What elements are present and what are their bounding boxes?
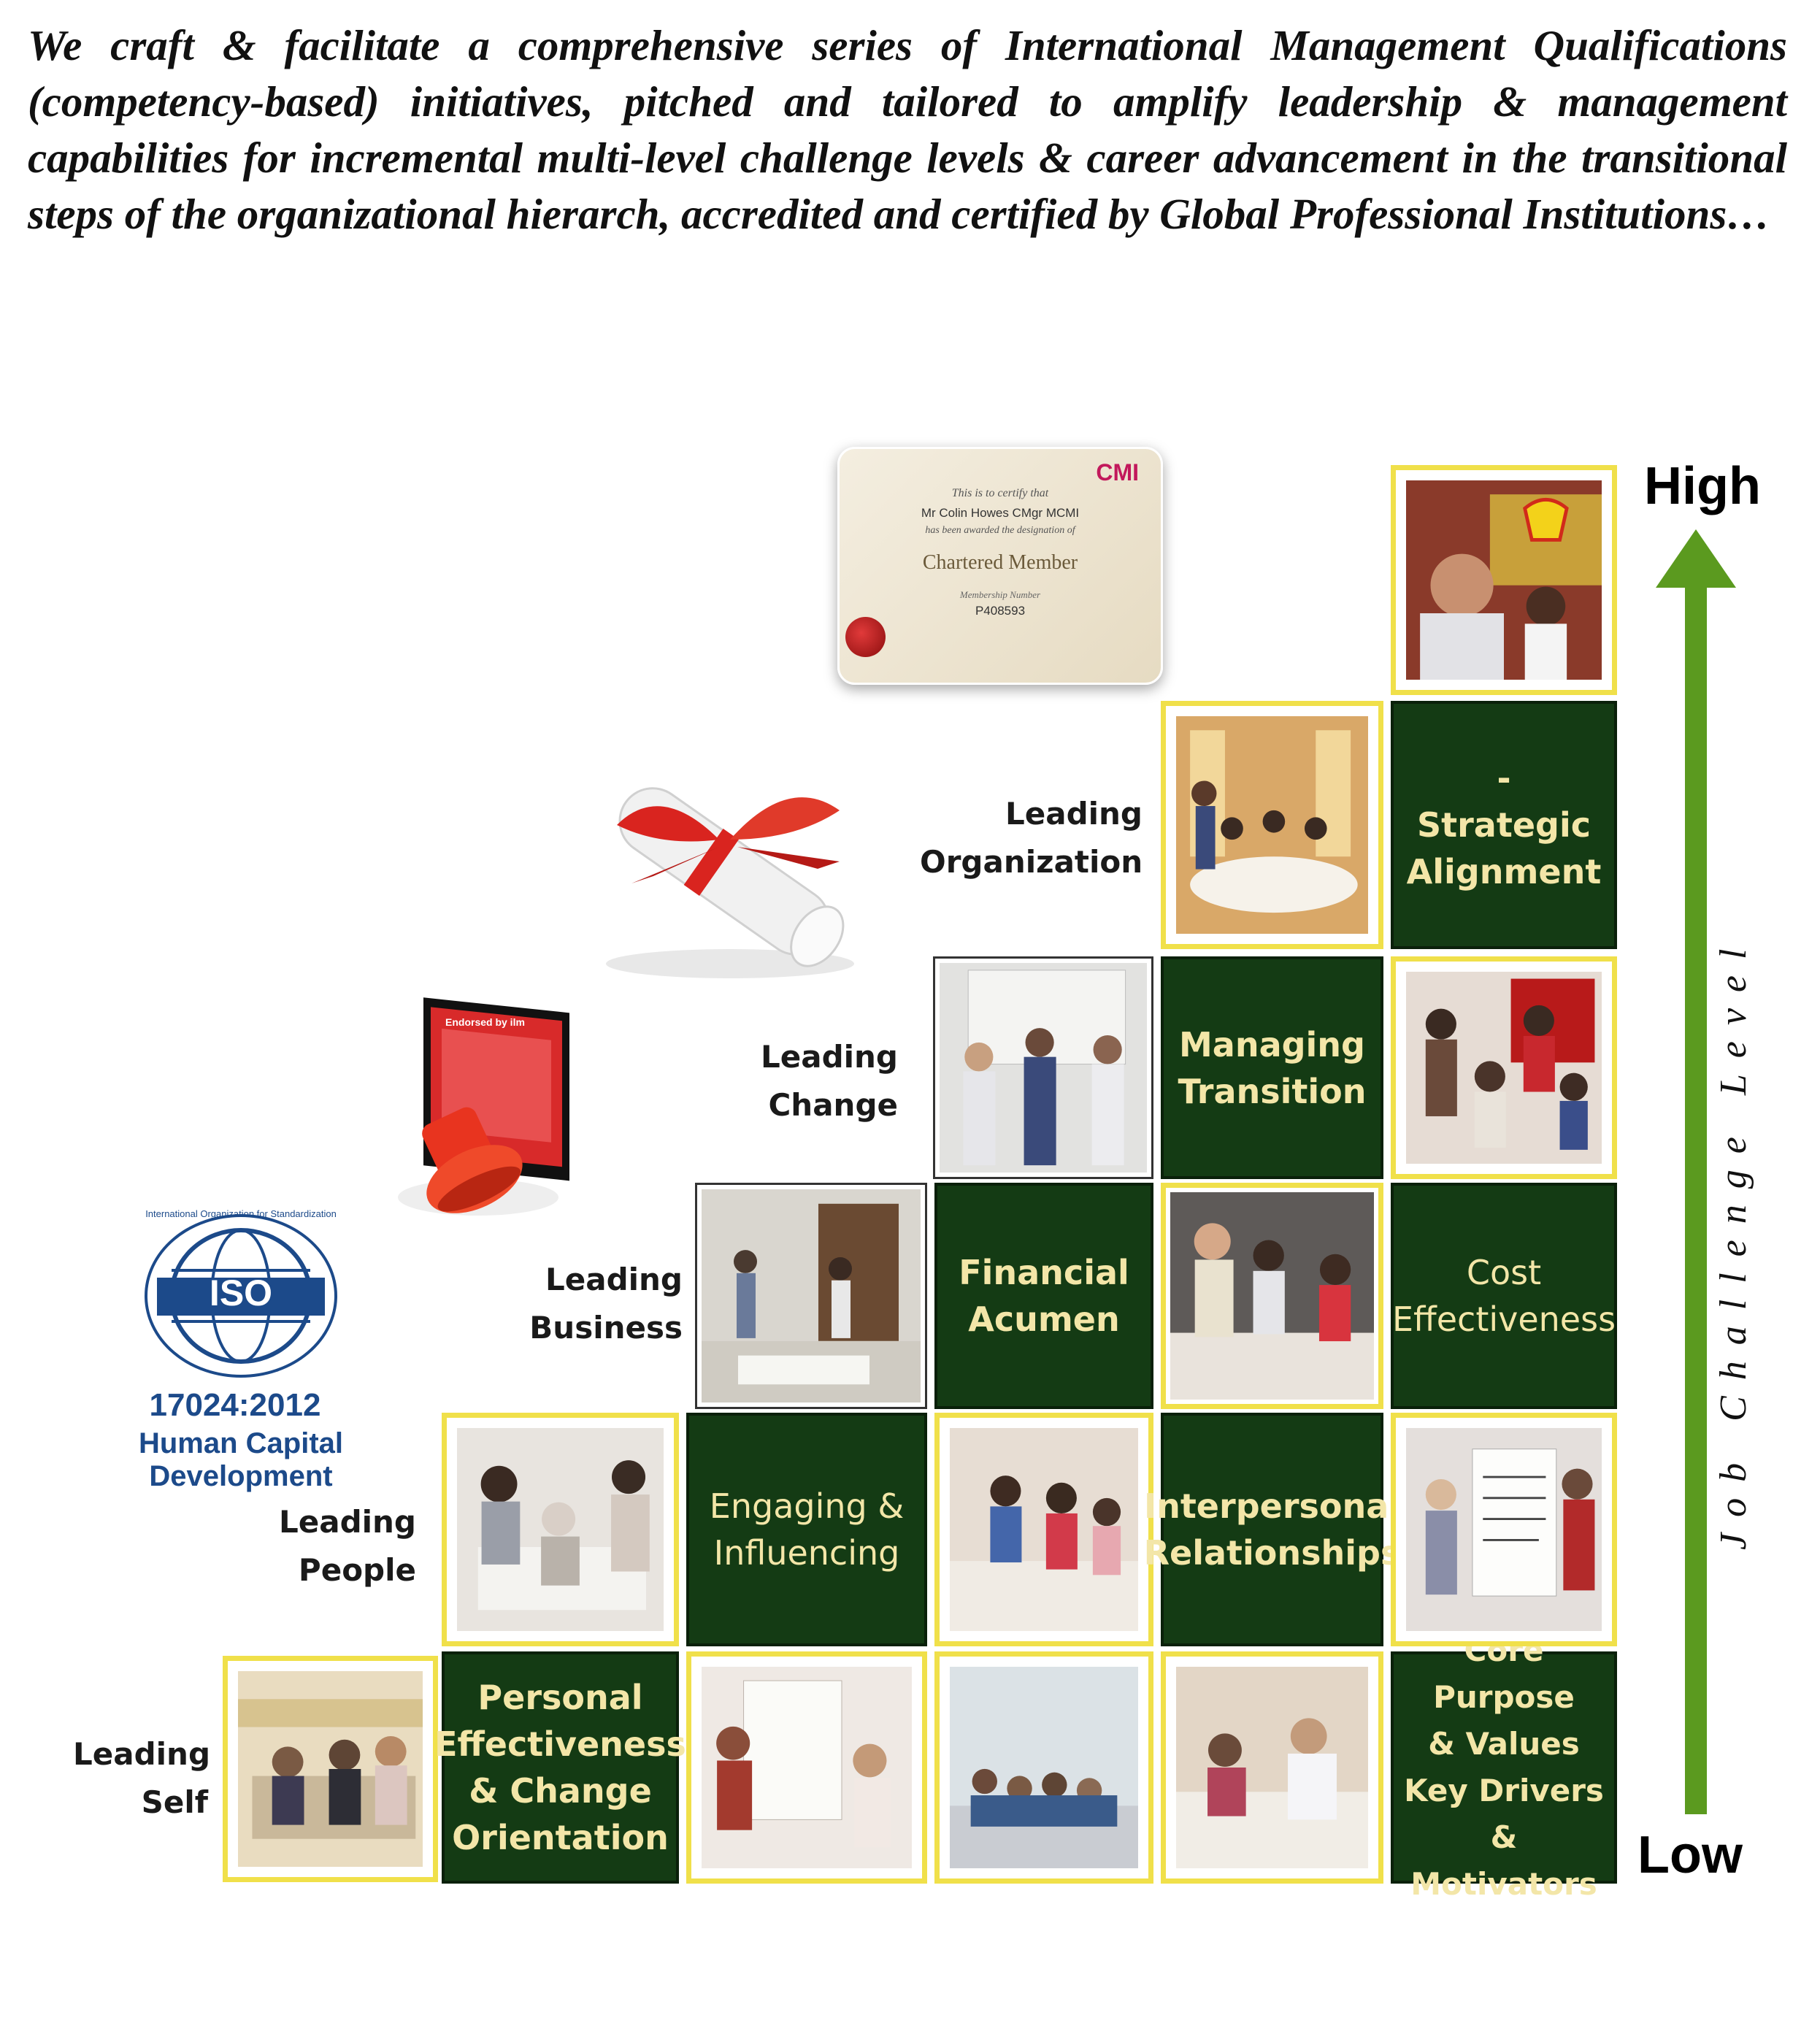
certificate-number: P408593: [975, 604, 1026, 618]
challenge-arrow-icon: [1656, 529, 1736, 1814]
cmi-logo-text: CMI: [1096, 459, 1139, 486]
cmi-certificate: CMI This is to certify that Mr Colin How…: [837, 447, 1163, 685]
photo-tile: [442, 1413, 679, 1646]
iso-globe-logo-icon: [145, 1214, 337, 1378]
tile-interpersonal-relationships: Interpersonal Relationships: [1144, 1413, 1400, 1646]
ilm-endorsement-stamp-icon: [398, 997, 569, 1216]
stamp-caption: Endorsed by ilm: [445, 1016, 525, 1028]
certificate-line: This is to certify that: [951, 487, 1049, 499]
iso-standard-code: 17024:2012: [149, 1387, 321, 1423]
photo-tile: [1391, 465, 1617, 695]
axis-high-label: High: [1644, 457, 1761, 515]
photo-tile: [223, 1656, 438, 1882]
level-label-self: Leading Self: [73, 1736, 211, 1820]
wax-seal-icon: [845, 617, 886, 657]
tile-personal-effectiveness: Personal Effectiveness & Change Orientat…: [434, 1651, 686, 1884]
certificate-line: Membership Number: [959, 589, 1041, 600]
photo-tile: [1161, 1651, 1383, 1884]
intro-paragraph: We craft & facilitate a comprehensive se…: [28, 21, 1787, 238]
tile-financial-acumen: Financial Acumen: [934, 1183, 1153, 1409]
tile-strategic-alignment: - Strategic Alignment: [1391, 701, 1617, 949]
level-label-organization: Leading Organization: [920, 796, 1143, 880]
tile-cost-effectiveness: Cost Effectiveness: [1391, 1183, 1617, 1409]
certificate-name: Mr Colin Howes CMgr MCMI: [921, 506, 1080, 520]
photo-tile: [695, 1183, 927, 1409]
tile-core-purpose: Core Purpose & Values Key Drivers & Moti…: [1391, 1632, 1617, 1902]
photo-tile: [934, 1651, 1153, 1884]
axis-low-label: Low: [1637, 1826, 1743, 1884]
photo-tile: [1391, 1413, 1617, 1646]
iso-logo-wordmark: ISO: [209, 1273, 273, 1313]
photo-tile: [1161, 1183, 1383, 1409]
tile-managing-transition: Managing Transition: [1161, 956, 1383, 1179]
iso-subtitle: Human Capital Development: [138, 1427, 344, 1492]
iso-ring-text: International Organization for Standardi…: [145, 1208, 337, 1219]
certificate-line: has been awarded the designation of: [925, 525, 1075, 536]
certificate-title: Chartered Member: [922, 551, 1078, 574]
photo-tile: [933, 956, 1153, 1179]
level-label-people: Leading People: [278, 1504, 416, 1588]
photo-tile: [1161, 701, 1383, 949]
diploma-scroll-icon: [606, 787, 854, 978]
photo-tile: [686, 1651, 927, 1884]
axis-vertical-label: Job Challenge Level: [1713, 932, 1754, 1550]
level-label-change: Leading Change: [760, 1039, 898, 1123]
level-label-business: Leading Business: [529, 1262, 683, 1346]
tile-engaging-influencing: Engaging & Influencing: [686, 1413, 927, 1646]
photo-tile: [934, 1413, 1153, 1646]
photo-tile: [1391, 956, 1617, 1179]
